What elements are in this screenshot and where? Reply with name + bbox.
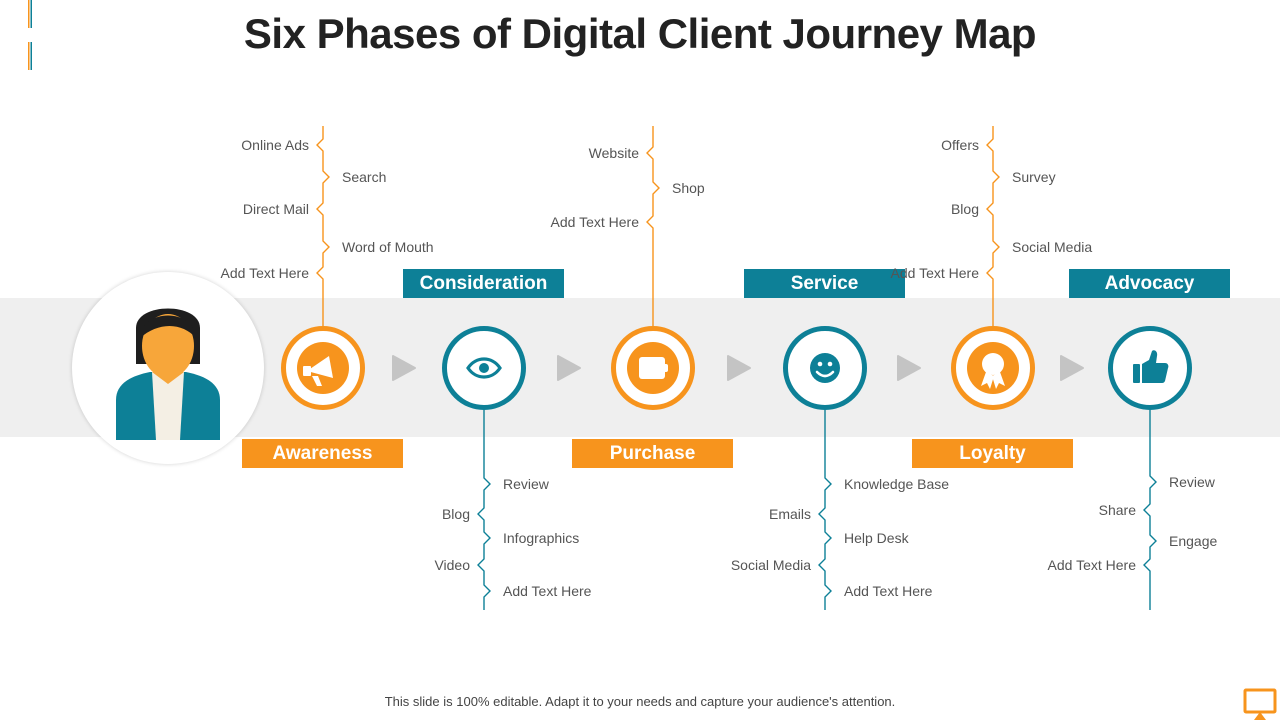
stem-consideration xyxy=(477,410,491,610)
touchpoint-label: Website xyxy=(588,145,639,161)
chevron-right-icon xyxy=(727,355,751,381)
chevron-right-icon xyxy=(391,355,416,381)
touchpoint-label: Help Desk xyxy=(844,530,909,546)
touchpoint-label: Add Text Here xyxy=(1047,557,1136,573)
touchpoint-label: Add Text Here xyxy=(844,583,933,599)
phase-label-consideration: Consideration xyxy=(403,269,564,298)
megaphone-icon xyxy=(296,341,350,395)
stem-advocacy xyxy=(1143,410,1157,610)
stem-service xyxy=(818,410,832,610)
node-awareness[interactable] xyxy=(281,326,365,410)
phase-label-loyalty: Loyalty xyxy=(912,439,1073,468)
phase-label-service: Service xyxy=(744,269,905,298)
touchpoint-label: Infographics xyxy=(503,530,580,546)
touchpoint-label: Word of Mouth xyxy=(342,239,434,255)
stem-loyalty xyxy=(986,126,1000,326)
person-icon xyxy=(116,308,220,440)
touchpoint-label: Knowledge Base xyxy=(844,476,950,492)
node-purchase[interactable] xyxy=(611,326,695,410)
touchpoint-label: Add Text Here xyxy=(220,265,309,281)
phase-label-advocacy: Advocacy xyxy=(1069,269,1230,298)
thumbs-up-icon xyxy=(1123,341,1177,395)
touchpoint-label: Social Media xyxy=(1012,239,1093,255)
phase-label-purchase: Purchase xyxy=(572,439,733,468)
monitor-icon xyxy=(1243,688,1277,720)
touchpoint-label: Review xyxy=(1169,474,1215,490)
corner-accent-bottom xyxy=(28,42,32,70)
touchpoint-label: Engage xyxy=(1169,533,1218,549)
touchpoint-label: Add Text Here xyxy=(890,265,979,281)
phase-label-awareness: Awareness xyxy=(242,439,403,468)
stem-awareness xyxy=(316,126,330,326)
touchpoint-label: Blog xyxy=(950,201,979,217)
node-advocacy[interactable] xyxy=(1108,326,1192,410)
node-consideration[interactable] xyxy=(442,326,526,410)
touchpoint-label: Shop xyxy=(672,180,705,196)
chevron-right-icon xyxy=(897,355,921,381)
wallet-icon xyxy=(626,341,680,395)
stem-purchase xyxy=(646,126,660,326)
touchpoint-label: Review xyxy=(503,476,549,492)
award-ribbon-icon xyxy=(966,341,1020,395)
touchpoint-label: Blog xyxy=(441,506,470,522)
touchpoint-label: Add Text Here xyxy=(503,583,592,599)
footer-note: This slide is 100% editable. Adapt it to… xyxy=(384,694,896,709)
touchpoint-label: Direct Mail xyxy=(242,201,309,217)
node-service[interactable] xyxy=(783,326,867,410)
touchpoint-label: Video xyxy=(434,557,470,573)
customer-avatar xyxy=(72,272,264,464)
touchpoint-label: Add Text Here xyxy=(550,214,639,230)
touchpoint-label: Survey xyxy=(1012,169,1056,185)
touchpoint-label: Online Ads xyxy=(241,137,309,153)
touchpoint-label: Social Media xyxy=(730,557,811,573)
smiley-icon xyxy=(798,341,852,395)
node-loyalty[interactable] xyxy=(951,326,1035,410)
eye-icon xyxy=(457,341,511,395)
touchpoint-label: Share xyxy=(1098,502,1136,518)
touchpoint-label: Emails xyxy=(768,506,811,522)
chevron-right-icon xyxy=(556,355,581,381)
corner-accent-top xyxy=(28,0,32,28)
chevron-right-icon xyxy=(1059,355,1084,381)
touchpoint-label: Offers xyxy=(941,137,979,153)
touchpoint-label: Search xyxy=(342,169,387,185)
slide-title: Six Phases of Digital Client Journey Map xyxy=(243,10,1037,57)
